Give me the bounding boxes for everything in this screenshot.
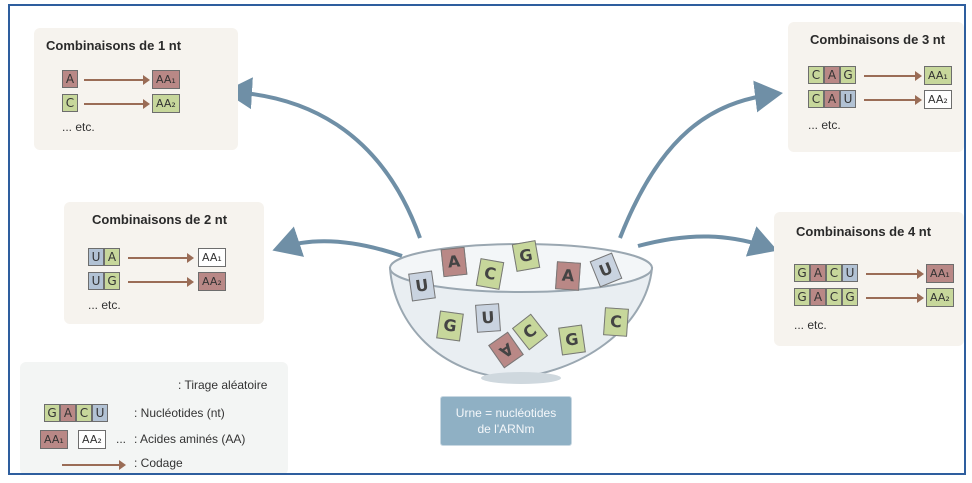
coding-arrow [866,273,918,275]
nucleotide-tile: G [794,264,810,282]
nucleotide-tile: U [92,404,108,422]
nucleotide-tile: U [840,90,856,108]
panel-title: Combinaisons de 3 nt [810,32,945,47]
amino-acid-tile: AA₁ [40,430,68,449]
draw-arrow-to-4nt [638,236,770,248]
coding-arrow [864,75,916,77]
urn-tile: A [555,261,581,291]
urn-tile: U [475,303,501,333]
nucleotide-tile: C [62,94,78,112]
amino-acid-tile: AA₂ [926,288,954,307]
etc-text: ... etc. [794,318,827,332]
urn-tile: G [436,310,464,341]
nucleotide-tile: C [826,264,842,282]
urn-tile: C [603,307,629,337]
urn-tile: U [408,270,436,301]
legend-draw-label: : Tirage aléatoire [178,378,267,392]
nucleotide-tile: A [810,264,826,282]
amino-acid-tile: AA₂ [152,94,180,113]
nucleotide-tile: A [810,288,826,306]
nucleotide-tile: A [60,404,76,422]
coding-arrow [84,103,144,105]
urn-label-line2: de l'ARNm [441,421,571,437]
panel-1nt: Combinaisons de 1 nt A AA₁ C AA₂ ... etc… [34,28,238,150]
nucleotide-tile: C [808,66,824,84]
panel-3nt: Combinaisons de 3 nt C A G AA₁ C A U AA₂… [788,22,964,152]
amino-acid-tile: AA₁ [152,70,180,89]
nucleotide-tile: U [88,248,104,266]
coding-arrow [866,297,918,299]
nucleotide-tile: G [104,272,120,290]
nucleotide-tile: G [842,288,858,306]
nucleotide-tile: C [808,90,824,108]
amino-acid-tile: AA₂ [78,430,106,449]
coding-arrow [128,281,188,283]
legend-coding-label: : Codage [134,456,183,470]
urn-tile: C [476,258,504,290]
panel-2nt: Combinaisons de 2 nt U A AA₁ U G AA₂ ...… [64,202,264,324]
nucleotide-tile: C [826,288,842,306]
panel-title: Combinaisons de 4 nt [796,224,931,239]
legend-nucleotides-label: : Nucléotides (nt) [134,406,225,420]
nucleotide-tile: C [76,404,92,422]
urn-label-line1: Urne = nucléotides [441,405,571,421]
nucleotide-tile: G [794,288,810,306]
amino-acid-tile: AA₂ [924,90,952,109]
panel-title: Combinaisons de 2 nt [92,212,227,227]
amino-acid-tile: AA₁ [926,264,954,283]
coding-arrow [84,79,144,81]
etc-text: ... etc. [62,120,95,134]
draw-arrow-to-2nt [280,241,402,256]
urn-tile: G [512,240,540,272]
nucleotide-tile: G [840,66,856,84]
nucleotide-tile: A [824,90,840,108]
urn-tile: A [441,247,468,277]
coding-arrow [864,99,916,101]
nucleotide-tile: U [842,264,858,282]
amino-acid-tile: AA₂ [198,272,226,291]
urn-tile: G [558,324,586,355]
panel-title: Combinaisons de 1 nt [46,38,181,53]
draw-arrow-to-3nt [620,94,775,238]
legend-amino-label: : Acides aminés (AA) [134,432,245,446]
diagram-frame: Combinaisons de 1 nt A AA₁ C AA₂ ... etc… [8,4,966,475]
amino-acid-tile: AA₁ [198,248,226,267]
coding-arrow [128,257,188,259]
urn-label: Urne = nucléotides de l'ARNm [440,396,572,446]
nucleotide-tile: A [62,70,78,88]
nucleotide-tile: G [44,404,60,422]
nucleotide-tile: A [104,248,120,266]
etc-text: ... etc. [88,298,121,312]
nucleotide-tile: A [824,66,840,84]
legend-coding-arrow [62,464,120,466]
etc-text: ... etc. [808,118,841,132]
legend-amino-ellipsis: ... [116,432,126,446]
panel-4nt: Combinaisons de 4 nt G A C U AA₁ G A C G… [774,212,964,346]
urn-base [481,372,561,384]
amino-acid-tile: AA₁ [924,66,952,85]
nucleotide-tile: U [88,272,104,290]
